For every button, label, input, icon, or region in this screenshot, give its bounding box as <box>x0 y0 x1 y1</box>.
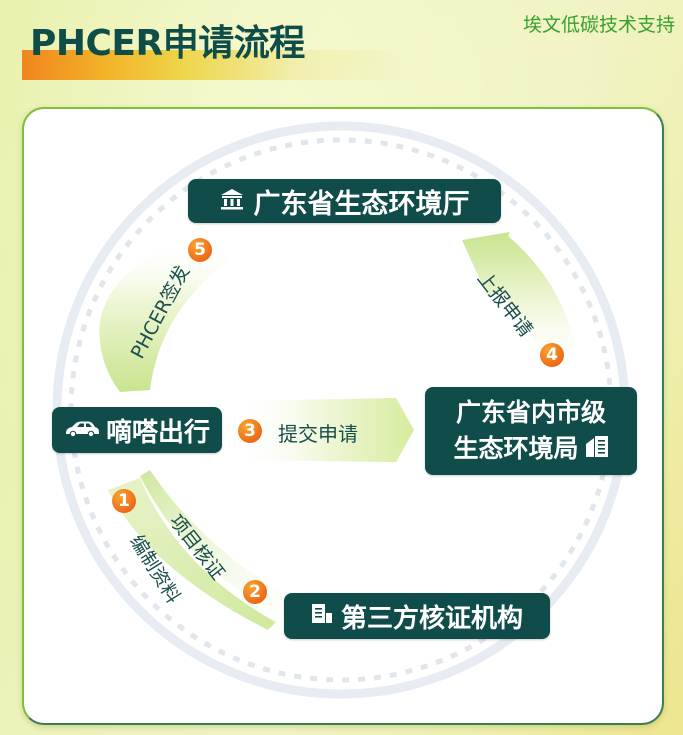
page-title: PHCER申请流程 <box>30 23 305 64</box>
step-badge-2: 2 <box>243 580 267 604</box>
node-label: 广东省生态环境厅 <box>253 188 470 220</box>
step-badge-4: 4 <box>540 343 564 367</box>
node-city-eco-env-bureau: 广东省内市级 生态环境局 <box>425 387 637 475</box>
document-building-icon <box>311 601 333 631</box>
government-building-icon <box>220 186 244 217</box>
office-building-icon <box>585 431 609 467</box>
node-didi-chuxing: 嘀嗒出行 <box>52 407 222 453</box>
node-label: 嘀嗒出行 <box>105 417 210 448</box>
step-badge-5: 5 <box>188 238 212 262</box>
arrow-step-5 <box>99 240 232 392</box>
title-highlight-bar <box>22 50 422 80</box>
step-label-3: 提交申请 <box>278 422 358 446</box>
arrow-step-3 <box>232 398 414 462</box>
step-badge-1: 1 <box>112 489 136 513</box>
node-label-line2: 生态环境局 <box>453 434 579 463</box>
car-icon <box>64 415 100 445</box>
node-guangdong-eco-env-department: 广东省生态环境厅 <box>188 179 501 223</box>
support-credit: 埃文低碳技术支持 <box>522 14 675 36</box>
page-title-block: PHCER申请流程 <box>22 10 442 80</box>
node-label-line1: 广东省内市级 <box>455 398 606 427</box>
arrow-step-4 <box>462 232 575 372</box>
step-badge-3: 3 <box>238 419 262 443</box>
arrow-step-1 <box>108 478 276 630</box>
node-third-party-verifier: 第三方核证机构 <box>284 593 550 639</box>
node-label: 第三方核证机构 <box>340 603 523 634</box>
